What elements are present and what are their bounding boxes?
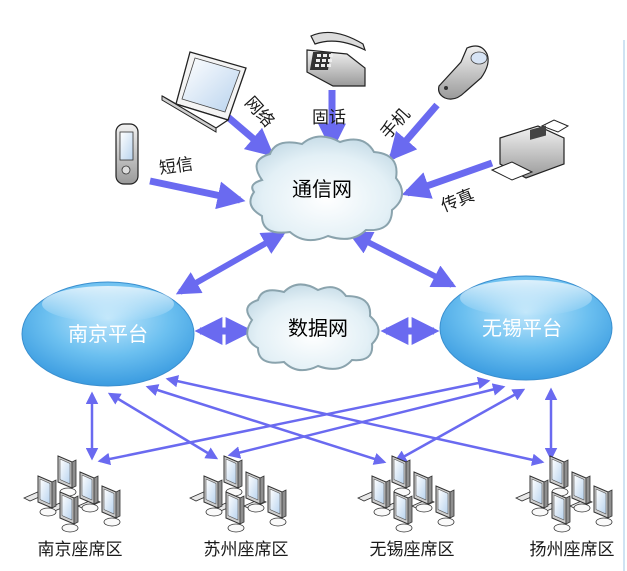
- arrow-network-to-telecom: [219, 109, 275, 157]
- right-border-line: [623, 40, 625, 571]
- arrow-telecom-nanjing-platform: [175, 231, 287, 295]
- laptop-icon: [161, 51, 247, 133]
- workstation-cluster-icon: [190, 456, 286, 532]
- data-network-label: 数据网: [288, 316, 348, 340]
- telecom-network-label: 通信网: [292, 177, 352, 201]
- device-label-sms: 短信: [158, 154, 194, 179]
- seat-zone-yangzhou: 扬州座席区: [516, 456, 615, 560]
- telecom-network-cloud: 通信网: [249, 135, 403, 242]
- data-network-cloud: 数据网: [246, 283, 380, 372]
- device-label-landline: 固话: [312, 108, 346, 128]
- workstation-cluster-icon: [24, 456, 120, 532]
- nanjing-platform: 南京平台: [21, 281, 195, 387]
- device-label-fax: 传真: [438, 185, 477, 216]
- arrow-wuxi-platform-nanjing-zone: [97, 376, 491, 466]
- wuxi-platform-label: 无锡平台: [482, 316, 562, 340]
- workstation-cluster-icon: [358, 456, 454, 532]
- arrow-telecom-wuxi-platform: [347, 231, 457, 288]
- arrow-mobile-to-telecom: [388, 102, 440, 162]
- fax-icon: [490, 119, 570, 181]
- device-label-network: 网络: [240, 93, 278, 132]
- seat-zone-wuxi: 无锡座席区: [358, 456, 455, 560]
- seat-zone-nanjing: 南京座席区: [24, 456, 123, 560]
- workstation-cluster-icon: [516, 456, 612, 532]
- arrow-sms-to-telecom: [149, 177, 246, 210]
- telecom-platform-arrows: [175, 231, 457, 295]
- arrow-wuxi-platform-wuxi-zone: [393, 388, 526, 463]
- seat-zone-label: 无锡座席区: [370, 540, 455, 560]
- pda-icon: [115, 123, 139, 185]
- telephone-icon: [306, 31, 367, 87]
- device-arrows: [149, 90, 494, 210]
- nanjing-platform-label: 南京平台: [68, 322, 148, 346]
- seat-zone-label: 苏州座席区: [204, 540, 289, 560]
- arrow-fax-to-telecom: [401, 159, 494, 199]
- seat-zone-label: 南京座席区: [38, 540, 123, 560]
- flip-phone-icon: [438, 45, 489, 100]
- seat-zone-label: 扬州座席区: [530, 540, 615, 560]
- zone-arrows: [85, 375, 558, 466]
- seat-zone-suzhou: 苏州座席区: [190, 456, 289, 560]
- wuxi-platform: 无锡平台: [439, 275, 613, 381]
